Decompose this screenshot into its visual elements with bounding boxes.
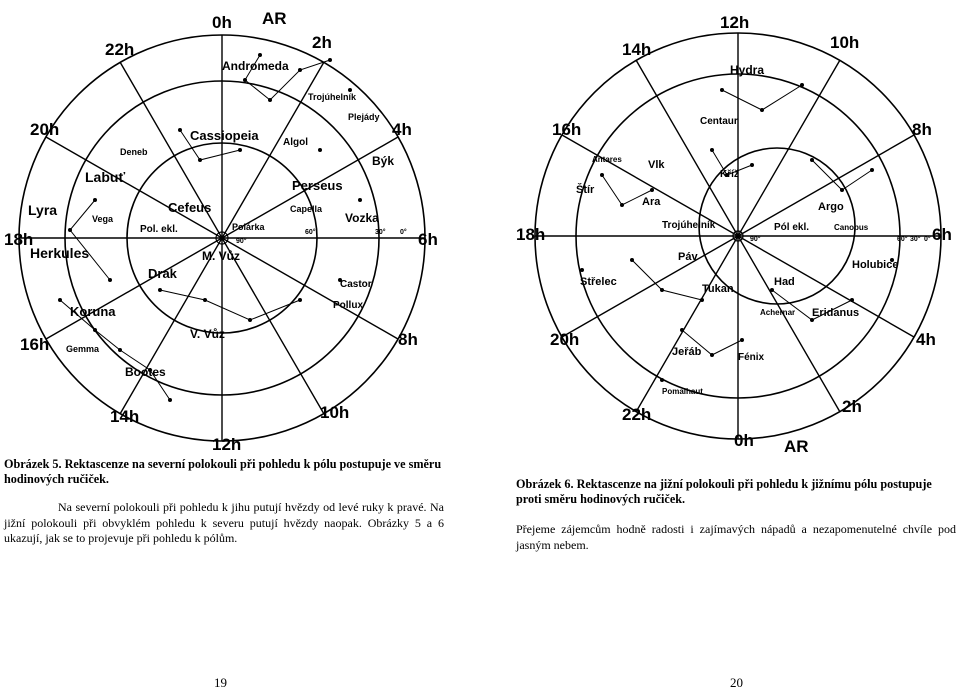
ar-label: AR — [784, 437, 809, 456]
southern-sky-map: 12h 10h 8h 6h 4h 2h 0h AR 22h 20h 18h 16… — [512, 0, 960, 465]
deg-label-90: 90° — [236, 237, 247, 245]
label-andromeda: Andromeda — [222, 59, 289, 73]
deg-label-60: 60° — [897, 235, 908, 243]
figure-6-caption-text: Obrázek 6. Rektascenze na jižní polokoul… — [516, 477, 932, 506]
deg-label-0: 0° — [400, 228, 407, 236]
label-labut: Labuť — [85, 169, 125, 185]
hour-label-20h: 20h — [30, 120, 59, 139]
label-herkules: Herkules — [30, 245, 89, 261]
label-vlk: Vlk — [648, 159, 665, 171]
label-eridanus: Eridanus — [812, 307, 859, 319]
label-v-vuz: V. Vůz — [190, 327, 225, 341]
hour-label-16h: 16h — [552, 120, 581, 139]
hour-label-14h: 14h — [622, 40, 651, 59]
northern-sky-map: 0h AR 2h 4h 6h 8h 10h 12h 14h 16h 18h 20… — [0, 0, 450, 455]
hour-label-4h: 4h — [392, 120, 412, 139]
hour-label-22h: 22h — [105, 40, 134, 59]
label-ara: Ara — [642, 196, 661, 208]
label-centaur: Centaur — [700, 116, 738, 127]
label-argo: Argo — [818, 201, 844, 213]
hour-label-0h: 0h — [734, 431, 754, 450]
right-paragraph: Přejeme zájemcům hodně radosti i zajímav… — [516, 522, 956, 553]
hour-label-18h: 18h — [4, 230, 33, 249]
deg-label-30: 30° — [375, 228, 386, 236]
northern-sky-map-svg: 0h AR 2h 4h 6h 8h 10h 12h 14h 16h 18h 20… — [0, 0, 450, 455]
deg-label-0: 0° — [924, 235, 931, 243]
label-stir: Štír — [576, 183, 595, 196]
hour-label-20h: 20h — [550, 330, 579, 349]
label-polarka: Polárka — [232, 222, 266, 232]
label-tukan: Tukan — [702, 283, 734, 295]
hour-label-6h: 6h — [418, 230, 438, 249]
label-deneb: Deneb — [120, 147, 148, 157]
label-vega: Vega — [92, 214, 114, 224]
hour-label-22h: 22h — [622, 405, 651, 424]
hour-label-2h: 2h — [842, 397, 862, 416]
hour-label-10h: 10h — [830, 33, 859, 52]
label-cassiopeia: Cassiopeia — [190, 128, 259, 143]
label-perseus: Perseus — [292, 178, 343, 193]
label-jerab: Jeřáb — [672, 346, 702, 358]
label-canopus: Canopus — [834, 223, 869, 232]
hour-label-12h: 12h — [720, 13, 749, 32]
label-cefeus: Cefeus — [168, 200, 211, 215]
hour-label-2h: 2h — [312, 33, 332, 52]
hour-label-0h: 0h — [212, 13, 232, 32]
label-castor: Castor — [340, 279, 372, 290]
label-kriz: Kříž — [720, 169, 739, 180]
label-gemma: Gemma — [66, 344, 100, 354]
hour-label-6h: 6h — [932, 225, 952, 244]
label-byk: Býk — [372, 154, 394, 168]
hour-label-16h: 16h — [20, 335, 49, 354]
label-strelec: Střelec — [580, 276, 617, 288]
deg-label-60: 60° — [305, 228, 316, 236]
label-drak: Drak — [148, 266, 178, 281]
label-bootes: Bootes — [125, 365, 166, 379]
hour-label-12h: 12h — [212, 435, 241, 454]
ar-label: AR — [262, 9, 287, 28]
label-fenix: Fénix — [738, 352, 765, 363]
page-number-left: 19 — [214, 675, 227, 691]
figure-6-caption: Obrázek 6. Rektascenze na jižní polokoul… — [516, 477, 956, 507]
southern-sky-map-svg: 12h 10h 8h 6h 4h 2h 0h AR 22h 20h 18h 16… — [512, 0, 960, 465]
deg-label-90: 90° — [750, 235, 761, 243]
hour-label-14h: 14h — [110, 407, 139, 426]
label-pollux: Pollux — [333, 300, 363, 311]
left-paragraph: Na severní polokouli při pohledu k jihu … — [4, 500, 444, 547]
label-achernar: Achernar — [760, 308, 795, 317]
label-antares: Antares — [592, 155, 622, 164]
label-koruna: Koruna — [70, 304, 116, 319]
label-had: Had — [774, 276, 795, 288]
page-number-right: 20 — [730, 675, 743, 691]
figure-5-caption-text: Obrázek 5. Rektascenze na severní poloko… — [4, 457, 441, 486]
label-pomalhaut: Pomalhaut — [662, 387, 703, 396]
label-plejady: Plejády — [348, 112, 380, 122]
hour-label-18h: 18h — [516, 225, 545, 244]
label-holubice: Holubice — [852, 259, 898, 271]
label-capella: Capella — [290, 204, 323, 214]
label-lyra: Lyra — [28, 202, 57, 218]
label-hydra: Hydra — [730, 63, 764, 77]
label-m-vuz: M. Vůz — [202, 249, 240, 263]
label-pol-ekl: Pol. ekl. — [140, 224, 178, 235]
hour-label-8h: 8h — [912, 120, 932, 139]
label-trojuhelnik: Trojúhelník — [662, 220, 716, 231]
label-algol: Algol — [283, 137, 308, 148]
deg-label-30: 30° — [910, 235, 921, 243]
figure-5-caption: Obrázek 5. Rektascenze na severní poloko… — [4, 457, 444, 487]
hour-label-8h: 8h — [398, 330, 418, 349]
hour-label-10h: 10h — [320, 403, 349, 422]
label-pol-ekl: Pól ekl. — [774, 222, 809, 233]
label-pav: Páv — [678, 251, 698, 263]
label-vozka: Vozka — [345, 211, 379, 225]
hour-label-4h: 4h — [916, 330, 936, 349]
label-trojuhelnik: Trojúhelník — [308, 92, 357, 102]
